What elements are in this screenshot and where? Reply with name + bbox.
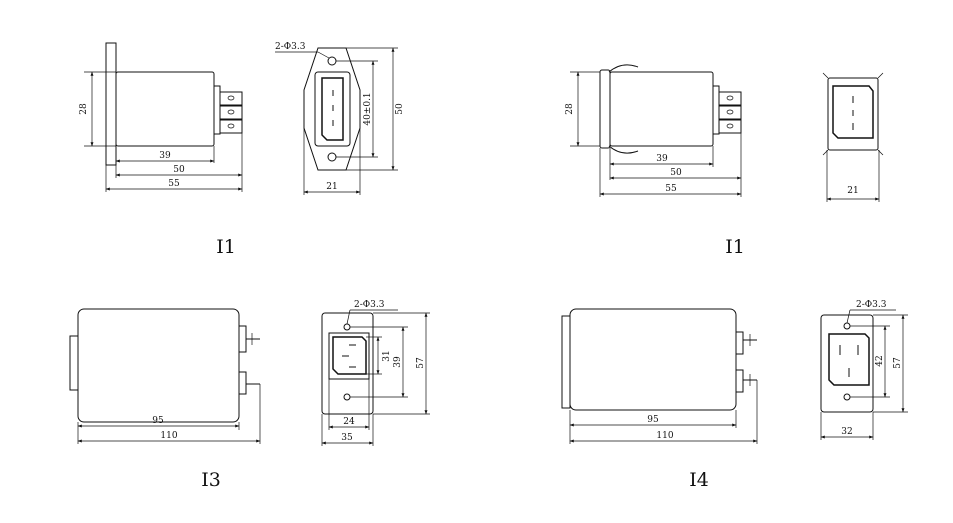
face-width-dimension: 21 <box>826 150 880 202</box>
inlet-front-view <box>321 312 374 415</box>
dim-inner-width-label: 24 <box>343 417 355 427</box>
drawing-i1-left: 28 39 50 55 2-Φ3.3 <box>79 42 405 258</box>
dim-face-width-label: 21 <box>847 186 858 196</box>
dim-hole-label: 2-Φ3.3 <box>856 300 887 310</box>
dim-face-height-label: 57 <box>416 357 426 369</box>
filter-side-view <box>69 308 260 423</box>
length-dimensions: 39 50 55 <box>599 133 742 197</box>
dim-face-height-label: 57 <box>893 357 903 369</box>
dim-body-label: 95 <box>647 415 659 425</box>
dim-height-label: 28 <box>565 103 575 115</box>
dim-total-label: 55 <box>665 184 677 194</box>
height-dimension: 28 <box>79 71 116 147</box>
dim-inlet-height-label: 31 <box>382 350 392 361</box>
dim-pitch-label: 40±0.1 <box>363 92 373 125</box>
dim-total-label: 110 <box>160 431 177 441</box>
dim-mid-label: 50 <box>173 165 185 175</box>
dim-hole-label: 2-Φ3.3 <box>354 300 385 310</box>
drawing-i4: 95 110 2-Φ3.3 42 57 32 <box>561 300 908 491</box>
dim-body-label: 39 <box>159 151 171 161</box>
drawing-i1-right: 28 39 50 55 2 <box>565 64 884 258</box>
dim-hole-label: 2-Φ3.3 <box>275 42 306 52</box>
inlet-dimensions: 2-Φ3.3 31 39 57 24 35 <box>321 300 430 446</box>
dim-mid-label: 50 <box>670 168 682 178</box>
flanged-front-view <box>303 47 361 171</box>
dim-body-label: 39 <box>656 154 668 164</box>
drawing-caption: I1 <box>725 236 745 258</box>
filter-side-view <box>561 308 757 411</box>
flange-dimensions: 2-Φ3.3 40±0.1 50 21 <box>275 42 405 195</box>
inlet-dimensions: 2-Φ3.3 42 57 32 <box>820 300 908 440</box>
dim-total-label: 110 <box>656 431 673 441</box>
drawing-caption: I4 <box>689 469 709 491</box>
length-dimensions: 95 110 <box>77 384 261 444</box>
height-dimension: 28 <box>565 71 600 147</box>
inlet-front-view <box>820 314 874 413</box>
dim-inlet-height-label: 42 <box>875 355 885 366</box>
inlet-front-view <box>822 72 884 156</box>
filter-side-view <box>599 64 742 154</box>
dim-face-width-label: 35 <box>341 433 353 443</box>
length-dimensions: 39 50 55 <box>105 133 243 192</box>
dim-inner-height-label: 39 <box>393 356 403 368</box>
length-dimensions: 95 110 <box>569 380 758 444</box>
dim-total-label: 55 <box>168 179 180 189</box>
dim-face-width-label: 32 <box>841 427 852 437</box>
filter-side-view <box>105 42 243 166</box>
drawing-i3: 95 110 2-Φ3.3 31 39 <box>69 300 430 491</box>
dim-face-height-label: 50 <box>395 103 405 115</box>
dim-height-label: 28 <box>79 103 89 115</box>
dim-body-label: 95 <box>152 416 164 426</box>
drawing-caption: I1 <box>216 236 236 258</box>
dim-face-width-label: 21 <box>326 182 337 192</box>
drawing-caption: I3 <box>201 469 221 491</box>
